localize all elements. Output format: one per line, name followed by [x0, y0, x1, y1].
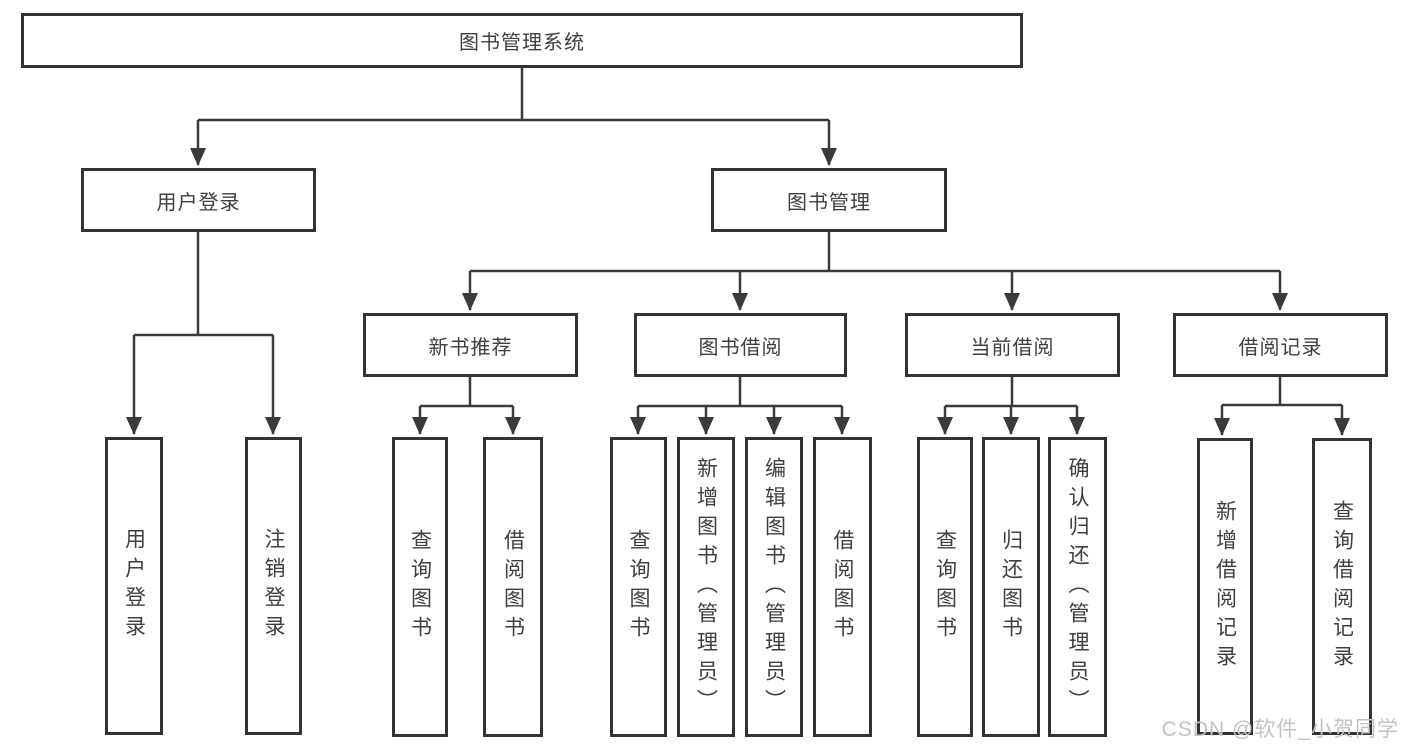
leaf-label: 借阅图书: [501, 529, 525, 645]
leaf-label: 借阅图书: [831, 529, 854, 645]
leaf-return-books: 归还图书: [982, 437, 1040, 737]
leaf-label: 确认归还（管理员）: [1066, 456, 1089, 718]
leaf-user-login: 用户登录: [105, 437, 163, 735]
node-root: 图书管理系统: [21, 13, 1023, 68]
leaf-edit-books-admin: 编辑图书（管理员）: [745, 437, 803, 737]
leaf-query-books-borrow: 查询图书: [610, 437, 667, 737]
leaf-query-books-recommend: 查询图书: [392, 437, 448, 737]
leaf-label: 编辑图书（管理员）: [762, 456, 786, 718]
leaf-query-books-current: 查询图书: [917, 437, 973, 737]
leaf-borrow-books-recommend: 借阅图书: [483, 437, 543, 737]
leaf-add-borrow-record: 新增借阅记录: [1197, 438, 1253, 735]
leaf-logout: 注销登录: [245, 437, 302, 735]
leaf-confirm-return-admin: 确认归还（管理员）: [1048, 437, 1107, 737]
leaf-label: 新增图书（管理员）: [694, 456, 718, 718]
leaf-label: 归还图书: [999, 529, 1023, 645]
leaf-label: 查询借阅记录: [1330, 499, 1354, 674]
leaf-add-books-admin: 新增图书（管理员）: [677, 437, 735, 737]
leaf-label: 查询图书: [933, 529, 957, 645]
node-current-borrow: 当前借阅: [905, 313, 1120, 377]
leaf-query-borrow-record: 查询借阅记录: [1312, 438, 1372, 735]
csdn-watermark: CSDN @软件_小贺同学: [1161, 718, 1399, 741]
node-borrow-records: 借阅记录: [1173, 313, 1388, 377]
node-book-borrow: 图书借阅: [634, 313, 847, 377]
node-new-book-recommend: 新书推荐: [363, 313, 578, 377]
leaf-label: 新增借阅记录: [1213, 499, 1237, 674]
node-user-login: 用户登录: [81, 168, 316, 232]
leaf-borrow-books: 借阅图书: [813, 437, 872, 737]
leaf-label: 查询图书: [627, 529, 650, 645]
node-book-management: 图书管理: [711, 168, 947, 232]
leaf-label: 查询图书: [408, 529, 432, 645]
leaf-label: 注销登录: [262, 528, 285, 644]
leaf-label: 用户登录: [122, 528, 146, 644]
